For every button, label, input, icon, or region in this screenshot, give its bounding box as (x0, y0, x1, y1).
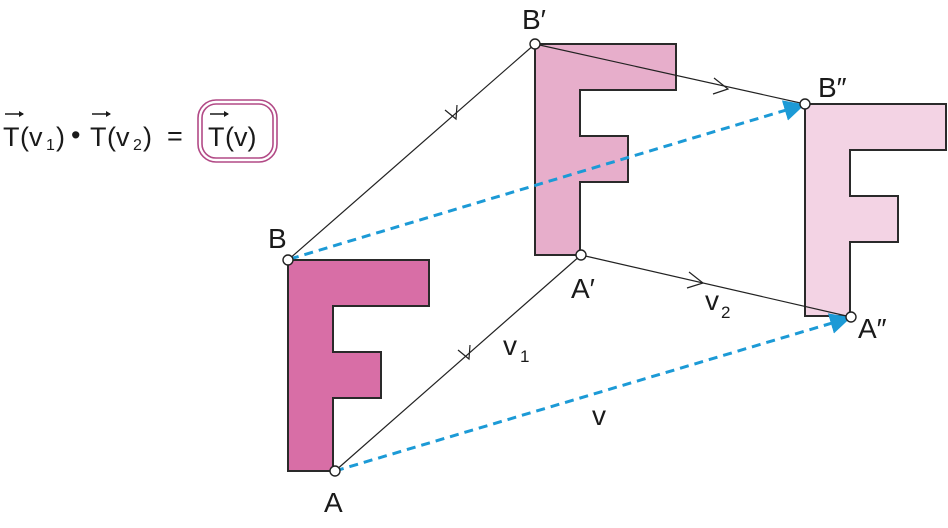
point-b1-marker (529, 38, 541, 50)
label-point-a: A (324, 487, 343, 518)
formula-equals: = (167, 121, 183, 151)
arrow-mark-v1-lower (457, 344, 471, 361)
point-b-marker (282, 254, 294, 266)
formula-t1-arrowhead-icon (19, 111, 24, 117)
vector-v2-line-a (580, 254, 852, 318)
formula-v1-close: ) (56, 122, 65, 152)
formula-v2-open: (v (107, 122, 130, 152)
formula-t2: T (90, 122, 107, 152)
label-vector-v2-subscript: 2 (721, 303, 730, 322)
formula-v2-close: ) (143, 122, 152, 152)
point-a1-marker (575, 249, 587, 261)
formula-dot: • (71, 120, 80, 150)
formula: T (v 1 ) • T (v 2 ) = T (v) (3, 99, 278, 163)
vector-v1-line-a (334, 254, 582, 472)
point-b2-marker (799, 98, 811, 110)
arrow-mark-v2-upper (712, 77, 730, 95)
shape-f-original (287, 259, 430, 472)
formula-v1-open: (v (20, 122, 43, 152)
label-point-b2: B″ (818, 72, 847, 103)
label-vector-v1: v (503, 330, 517, 361)
formula-t3: T (208, 122, 225, 152)
point-a-marker (329, 465, 341, 477)
formula-v3: (v) (225, 122, 256, 152)
vector-v2-line-b (534, 43, 806, 105)
label-point-b: B (268, 223, 287, 254)
vector-v1-line-b (287, 43, 536, 261)
label-point-a1: A′ (571, 273, 595, 304)
label-point-b1: B′ (522, 4, 546, 35)
formula-v1-subscript: 1 (46, 137, 55, 154)
arrow-mark-v2-lower (686, 271, 705, 289)
formula-t2-arrowhead-icon (106, 111, 111, 117)
label-vector-v1-subscript: 1 (520, 347, 529, 366)
formula-result-box-outer (197, 99, 278, 163)
formula-t3-arrowhead-icon (224, 111, 229, 117)
shape-f-first-translation (534, 43, 677, 256)
label-vector-v2: v (705, 285, 719, 316)
formula-result-box-inner (201, 103, 274, 159)
formula-v2-subscript: 2 (133, 137, 142, 154)
label-point-a2: A″ (858, 313, 887, 344)
formula-t1: T (3, 122, 20, 152)
arrow-mark-v1-upper (444, 104, 458, 121)
shape-f-second-translation (804, 103, 947, 317)
point-a2-marker (845, 311, 857, 323)
vector-v-dashed-a (334, 313, 852, 473)
label-vector-v: v (592, 400, 606, 431)
